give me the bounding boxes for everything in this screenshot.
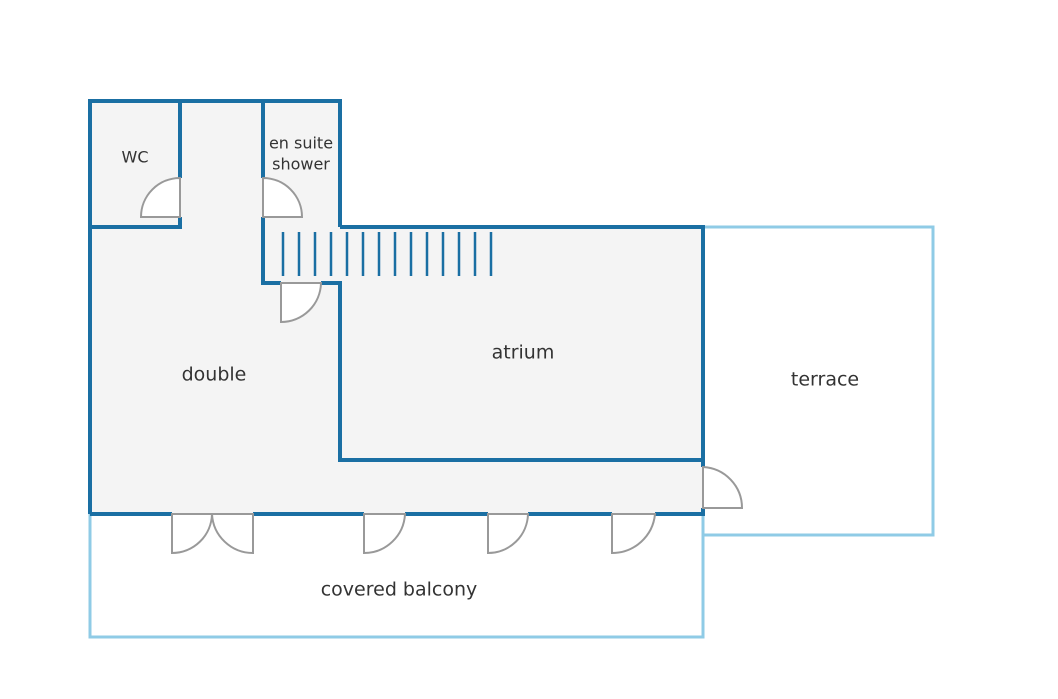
door-stair xyxy=(280,282,323,324)
room-label-en-suite-line2: shower xyxy=(272,155,330,174)
door-balcony-3 xyxy=(611,513,657,555)
door-wc xyxy=(139,176,181,218)
room-label-en-suite-line1: en suite xyxy=(269,134,333,153)
door-en-suite xyxy=(262,176,304,218)
door-balcony-2 xyxy=(487,513,530,555)
room-label-wc: WC xyxy=(122,148,149,167)
staircase xyxy=(281,232,493,276)
room-label-atrium: atrium xyxy=(492,342,555,364)
walls xyxy=(88,99,705,516)
room-label-covered-balcony: covered balcony xyxy=(321,579,478,601)
door-balcony-1 xyxy=(363,513,407,555)
terrace-area xyxy=(701,225,935,537)
room-label-double: double xyxy=(182,364,247,386)
doors xyxy=(139,176,744,555)
interior-floor xyxy=(90,101,703,514)
door-terrace xyxy=(702,465,744,509)
door-balcony-double-right xyxy=(210,513,254,555)
room-label-terrace: terrace xyxy=(791,369,859,391)
